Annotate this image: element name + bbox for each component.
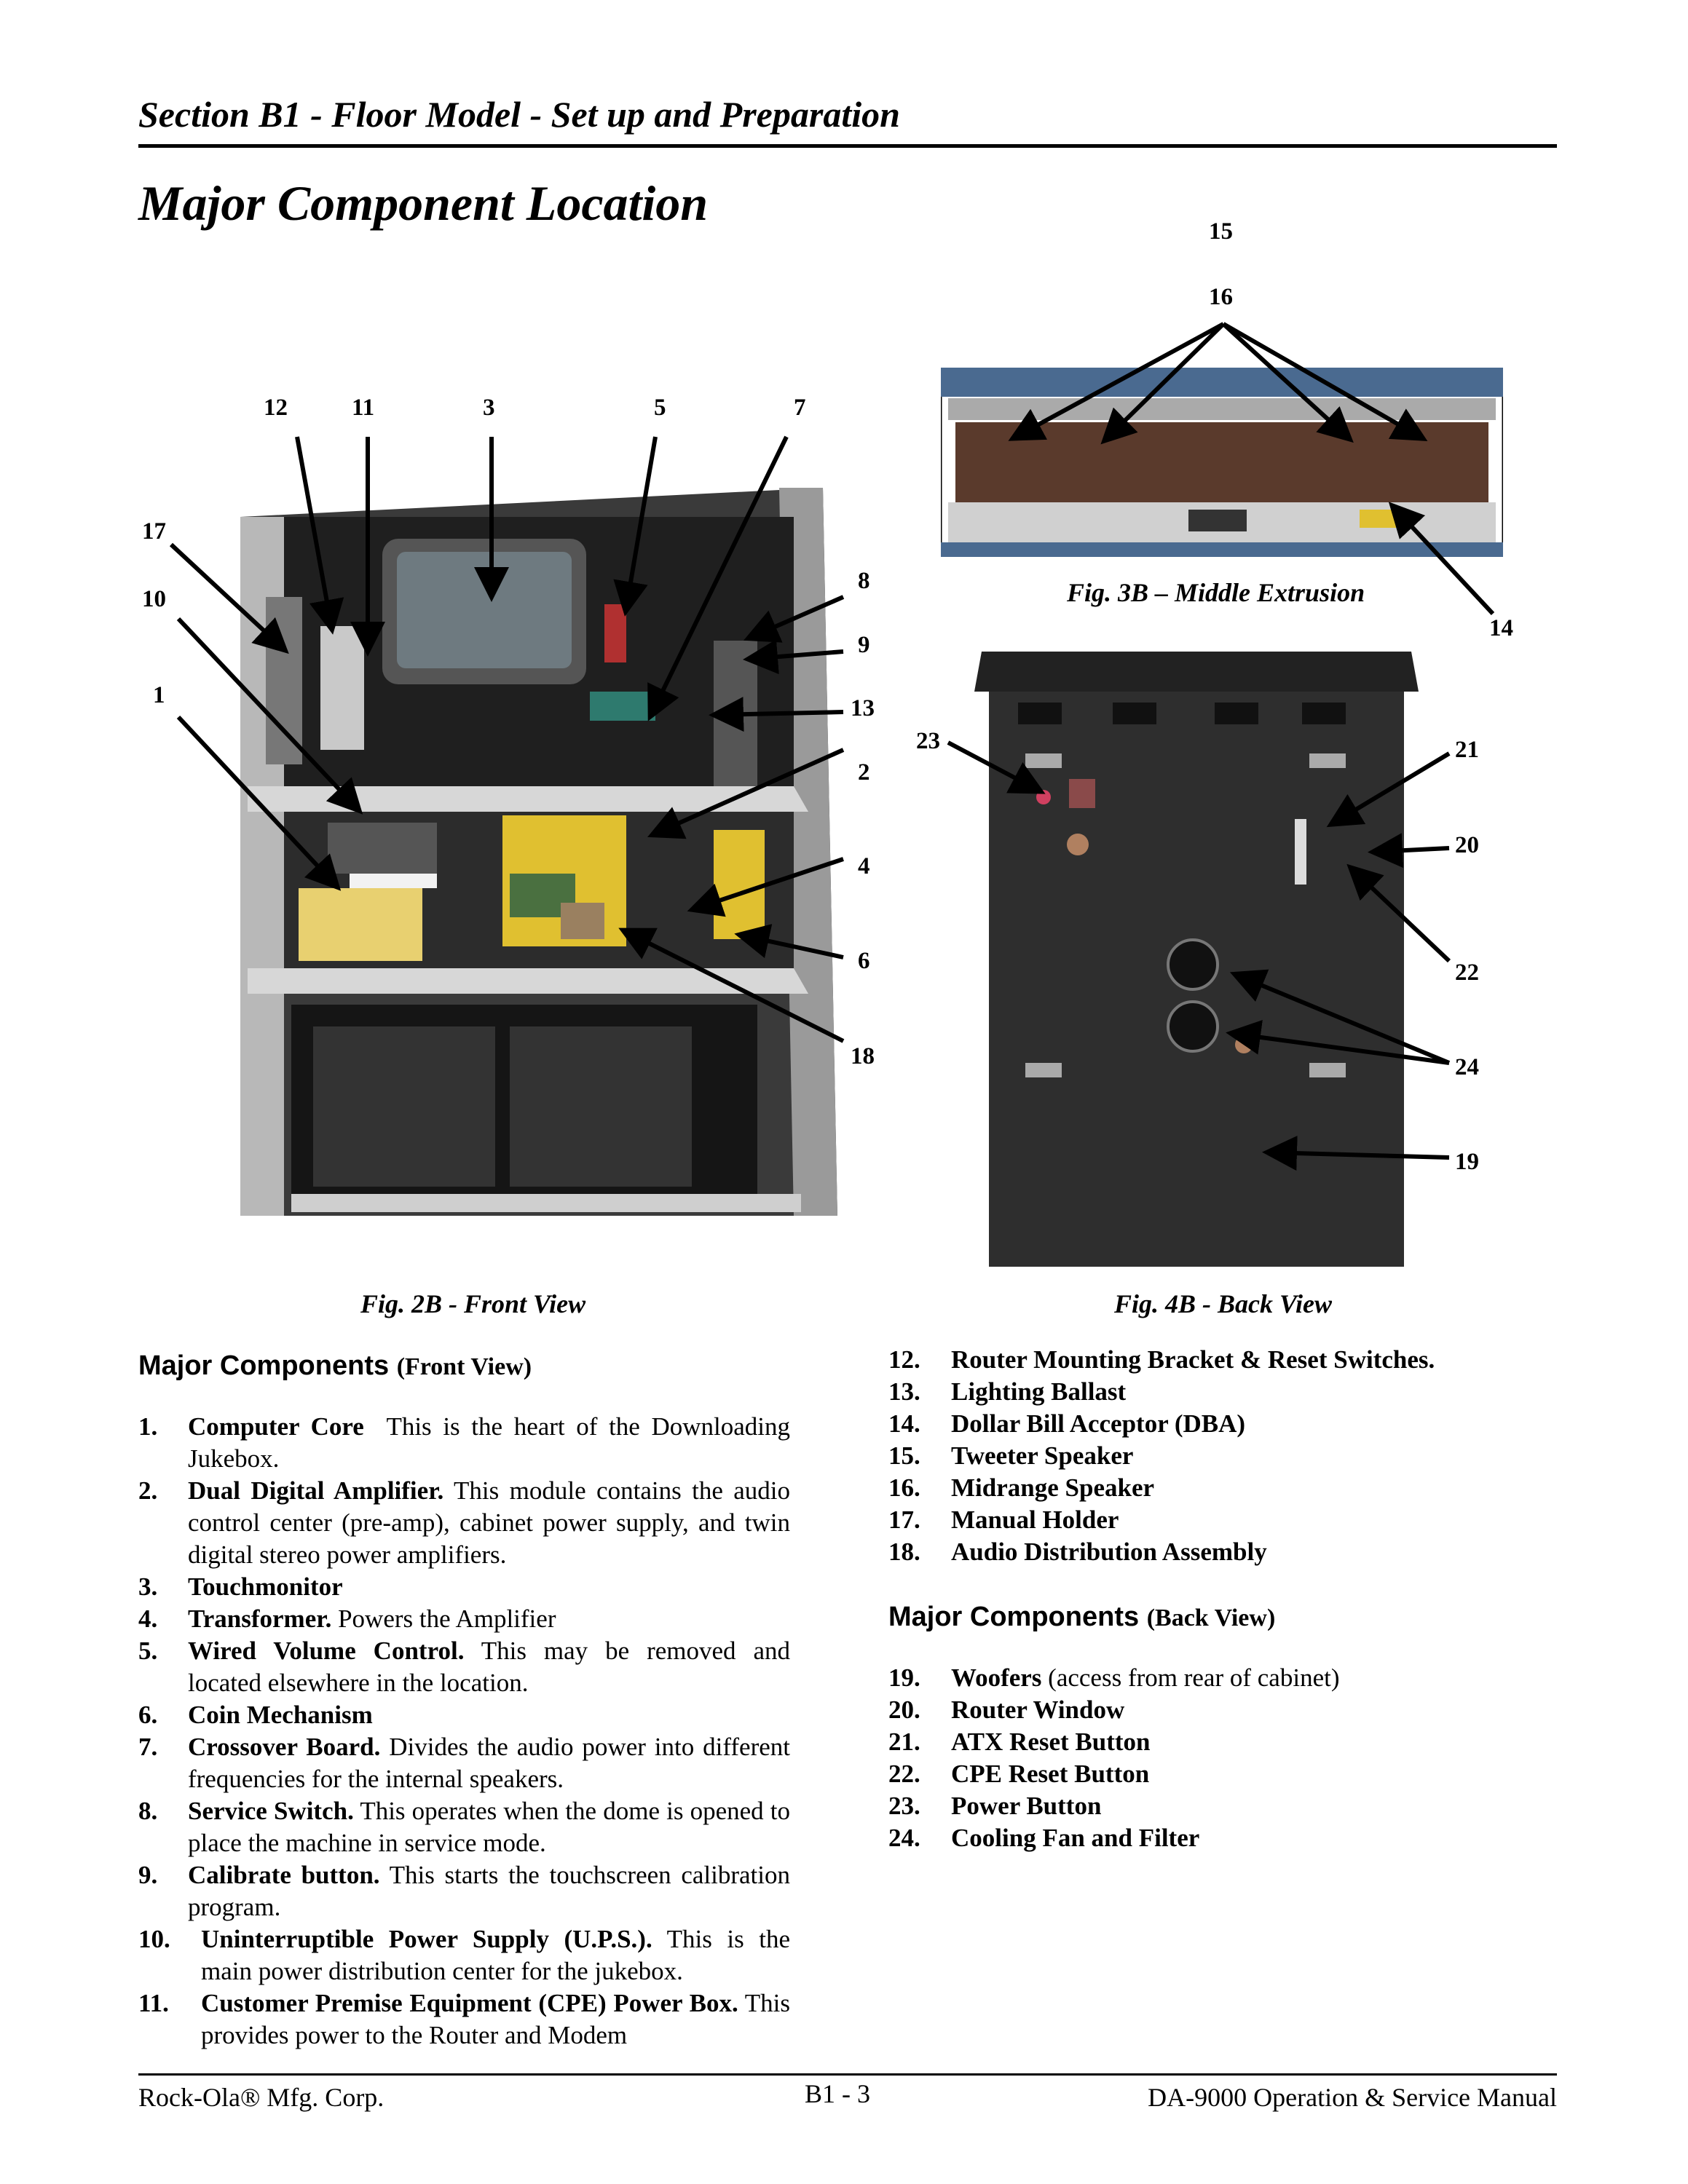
footer-manual-title: DA-9000 Operation & Service Manual: [1148, 2083, 1557, 2112]
footer-company: Rock-Ola® Mfg. Corp.: [138, 2083, 384, 2112]
callout-14: 14: [1489, 615, 1513, 641]
front-heading-sub: (Front View): [396, 1353, 532, 1380]
callout-23: 23: [916, 728, 940, 754]
callout-24: 24: [1455, 1054, 1479, 1080]
back-components-list: 19.Woofers (access from rear of cabinet)…: [888, 1662, 1544, 1854]
back-heading-sub: (Back View): [1146, 1605, 1276, 1631]
list-item: 18.Audio Distribution Assembly: [888, 1538, 1267, 1566]
callout-12: 12: [264, 395, 288, 421]
callout-20: 20: [1455, 832, 1479, 858]
back-components-section: Major Components (Back View) 19.Woofers …: [888, 1602, 1544, 1854]
callout-9: 9: [858, 632, 870, 658]
middle-extrusion-photo: [941, 368, 1503, 557]
list-item: 11.Customer Premise Equipment (CPE) Powe…: [138, 1989, 797, 2049]
footer-rule: [138, 2073, 1557, 2076]
callout-8: 8: [858, 568, 870, 594]
callout-6: 6: [858, 948, 870, 974]
back-view-caption: Fig. 4B - Back View: [1114, 1289, 1333, 1318]
list-item: 7.Crossover Board. Divides the audio pow…: [138, 1733, 797, 1793]
callout-21: 21: [1455, 737, 1479, 763]
list-item: 2.Dual Digital Amplifier. This module co…: [138, 1476, 797, 1569]
front-components-heading: Major Components (Front View): [138, 1350, 790, 1382]
middle-extrusion-caption: Fig. 3B – Middle Extrusion: [1067, 578, 1365, 607]
list-item: 12.Router Mounting Bracket & Reset Switc…: [888, 1345, 1435, 1374]
callout-22: 22: [1455, 960, 1479, 986]
page-title: Major Component Location: [138, 175, 709, 231]
front-components-list: 1.Computer Core This is the heart of the…: [138, 1411, 790, 2052]
list-item: 14.Dollar Bill Acceptor (DBA): [888, 1409, 1246, 1438]
callout-17: 17: [142, 518, 166, 545]
list-item: 16.Midrange Speaker: [888, 1473, 1155, 1502]
list-item: 22.CPE Reset Button: [888, 1760, 1150, 1788]
callout-11: 11: [352, 395, 375, 421]
list-item: 23.Power Button: [888, 1792, 1102, 1820]
back-components-heading: Major Components (Back View): [888, 1602, 1544, 1633]
list-item: 3.Touchmonitor: [138, 1572, 343, 1601]
list-item: 17.Manual Holder: [888, 1506, 1119, 1534]
list-item: 21.ATX Reset Button: [888, 1728, 1151, 1756]
list-item: 1.Computer Core This is the heart of the…: [138, 1412, 797, 1473]
callout-3: 3: [483, 395, 495, 421]
list-item: 5.Wired Volume Control. This may be remo…: [138, 1637, 797, 1697]
section-header: Section B1 - Floor Model - Set up and Pr…: [138, 94, 900, 135]
callout-5: 5: [654, 395, 666, 421]
callout-15: 15: [1209, 218, 1233, 245]
back-view-photo: [974, 652, 1419, 1270]
callout-1: 1: [153, 682, 165, 708]
list-item: 4.Transformer. Powers the Amplifier: [138, 1605, 556, 1633]
back-heading-main: Major Components: [888, 1602, 1140, 1632]
callout-18: 18: [851, 1043, 875, 1069]
list-item: 24.Cooling Fan and Filter: [888, 1824, 1200, 1852]
front-view-caption: Fig. 2B - Front View: [360, 1289, 586, 1318]
callout-7: 7: [794, 395, 806, 421]
callout-10: 10: [142, 586, 166, 612]
list-item: 20.Router Window: [888, 1696, 1125, 1724]
list-item: 10.Uninterruptible Power Supply (U.P.S.)…: [138, 1925, 797, 1985]
list-item: 6.Coin Mechanism: [138, 1701, 373, 1729]
callout-13: 13: [851, 695, 875, 721]
front-components-section: Major Components (Front View) 1.Computer…: [138, 1350, 790, 2052]
front-heading-main: Major Components: [138, 1350, 390, 1381]
list-item: 8.Service Switch. This operates when the…: [138, 1797, 797, 1857]
callout-19: 19: [1455, 1149, 1479, 1175]
list-item: 15.Tweeter Speaker: [888, 1441, 1134, 1470]
callout-4: 4: [858, 853, 870, 879]
list-item: 13.Lighting Ballast: [888, 1377, 1127, 1406]
callout-16: 16: [1209, 284, 1233, 310]
right-components-list: 12.Router Mounting Bracket & Reset Switc…: [888, 1344, 1544, 1568]
list-item: 9.Calibrate button. This starts the touc…: [138, 1861, 797, 1921]
footer-page-number: B1 - 3: [805, 2079, 870, 2108]
header-rule: [138, 144, 1557, 148]
callout-2: 2: [858, 759, 870, 786]
front-components-continued: 12.Router Mounting Bracket & Reset Switc…: [888, 1344, 1544, 1568]
list-item: 19.Woofers (access from rear of cabinet): [888, 1663, 1340, 1692]
